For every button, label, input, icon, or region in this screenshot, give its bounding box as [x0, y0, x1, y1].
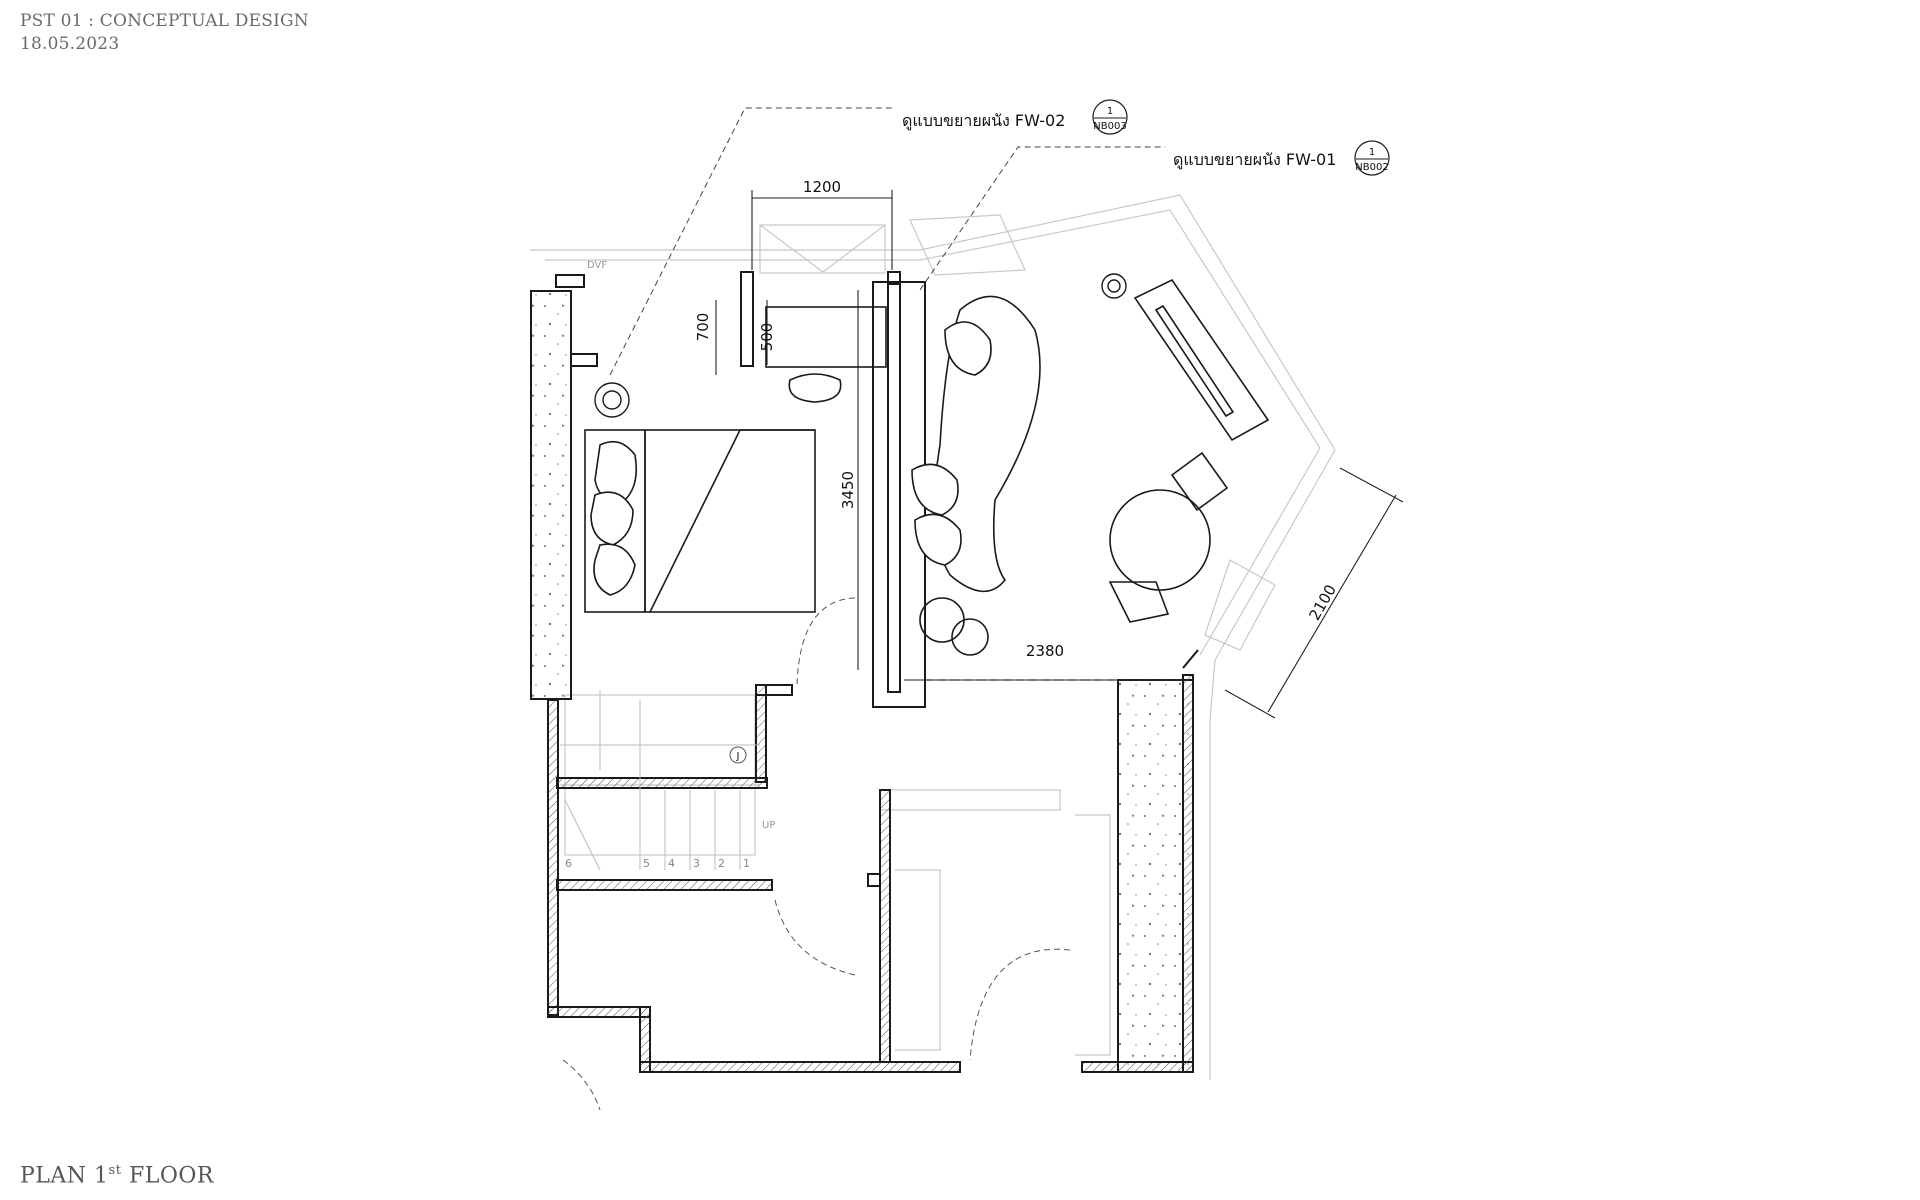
floor-lamp	[594, 273, 1127, 418]
door-swings	[562, 597, 1071, 1111]
j-label: J	[736, 751, 740, 762]
callout-fw01-text: ดูแบบขยายผนัง FW-01	[1173, 150, 1336, 170]
project-title: PST 01 : CONCEPTUAL DESIGN	[20, 11, 309, 31]
up-label: UP	[762, 820, 775, 831]
stair-step-4: 4	[668, 857, 675, 870]
dim-3450: 3450	[839, 471, 857, 509]
dim-700: 700	[694, 313, 712, 342]
dim-2100: 2100	[1305, 581, 1340, 623]
stair-step-numbers: 6 5 4 3 2 1	[565, 857, 750, 870]
callout-fw01-num: 1	[1369, 147, 1375, 158]
stair-step-2: 2	[718, 857, 725, 870]
dim-500: 500	[758, 323, 776, 352]
callout-fw02: ดูแบบขยายผนัง FW-02 1 NB003	[902, 99, 1128, 135]
dim-2380: 2380	[1026, 642, 1064, 660]
plan-title-prefix: PLAN 1	[20, 1163, 109, 1189]
existing-outline	[530, 194, 1336, 1080]
callout-fw02-ref: NB003	[1093, 121, 1126, 132]
stair-step-6: 6	[565, 857, 572, 870]
plan-title: PLAN 1st FLOOR	[20, 1163, 214, 1188]
dvf-label: DVF	[587, 260, 607, 271]
callout-leaders	[609, 107, 1165, 376]
bed	[584, 429, 816, 613]
dim-1200: 1200	[803, 178, 841, 196]
plan-labels: DVF UP J 6 5 4 3 2 1	[565, 260, 775, 870]
tv-console	[1133, 278, 1270, 442]
plan-title-sup: st	[108, 1163, 122, 1178]
dimension-lines	[715, 190, 1404, 719]
dining-set	[1108, 451, 1229, 623]
curved-sofa	[911, 295, 1041, 656]
walls	[530, 271, 1199, 1073]
callout-fw02-text: ดูแบบขยายผนัง FW-02	[902, 111, 1065, 131]
plan-title-suffix: FLOOR	[121, 1163, 214, 1189]
callout-fw01: ดูแบบขยายผนัง FW-01 1 NB002	[1173, 140, 1390, 176]
sheet-header: PST 01 : CONCEPTUAL DESIGN 18.05.2023	[20, 10, 309, 56]
callout-fw02-num: 1	[1107, 106, 1113, 117]
sheet-date: 18.05.2023	[20, 34, 120, 54]
stair-step-1: 1	[743, 857, 750, 870]
callout-fw01-ref: NB002	[1355, 162, 1388, 173]
stair-step-3: 3	[693, 857, 700, 870]
stair-step-5: 5	[643, 857, 650, 870]
stair	[560, 690, 760, 871]
desk	[765, 306, 887, 403]
